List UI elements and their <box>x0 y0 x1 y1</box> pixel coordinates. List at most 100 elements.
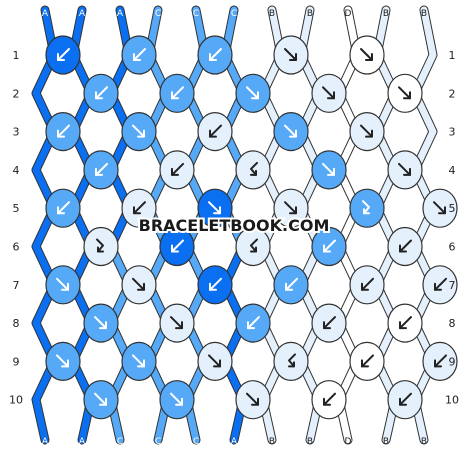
arrow-down-right-icon <box>56 354 69 368</box>
row-label-right: 4 <box>449 164 456 177</box>
bottom-strand-label: C <box>193 437 199 447</box>
knot <box>311 380 347 420</box>
arrow-down-left-icon <box>209 277 222 291</box>
knot <box>83 150 119 190</box>
knot <box>387 150 423 190</box>
knot <box>422 188 458 228</box>
arrow-down-left-icon <box>361 354 374 368</box>
top-strand-label: B <box>307 9 313 19</box>
arrow-down-right-icon <box>94 316 107 330</box>
row-label-right: 3 <box>449 126 456 139</box>
arrow-down-left-icon <box>57 201 70 215</box>
arrow-down-right-icon <box>246 392 259 406</box>
knot <box>273 341 309 381</box>
knot <box>197 188 233 228</box>
arrow-down-right-icon <box>398 162 411 176</box>
knot <box>349 265 385 305</box>
knot <box>422 341 458 381</box>
knot <box>387 303 423 343</box>
arrow-right-then-left-icon <box>96 238 104 253</box>
row-label-left: 9 <box>13 355 20 368</box>
row-label-left: 10 <box>9 394 23 407</box>
arrow-down-left-icon <box>434 354 447 368</box>
arrow-down-left-icon <box>323 239 336 253</box>
knot <box>121 341 157 381</box>
arrow-down-right-icon <box>284 201 297 215</box>
arrow-down-left-icon <box>399 239 412 253</box>
arrow-down-left-icon <box>95 162 108 176</box>
arrow-down-left-icon <box>133 201 146 215</box>
knot <box>159 73 195 113</box>
row-label-right: 7 <box>449 279 456 292</box>
knot <box>273 35 309 75</box>
arrow-down-right-icon <box>433 201 446 215</box>
knot <box>349 341 385 381</box>
watermark-text: BRACELETBOOK.COM <box>139 216 330 235</box>
watermark: BRACELETBOOK.COM BRACELETBOOK.COM <box>137 214 332 237</box>
top-strand-label: C <box>155 9 161 19</box>
row-label-left: 6 <box>13 241 20 254</box>
knot <box>197 265 233 305</box>
arrow-down-left-icon <box>209 124 222 138</box>
arrow-down-right-icon <box>284 124 297 138</box>
bottom-strand-label: D <box>345 437 352 447</box>
arrow-down-right-icon <box>360 124 373 138</box>
knot <box>83 303 119 343</box>
arrow-down-right-icon <box>360 48 373 61</box>
row-label-left: 8 <box>13 317 20 330</box>
knot <box>311 226 347 267</box>
arrow-down-left-icon <box>361 277 374 291</box>
knot <box>197 35 233 75</box>
arrow-down-right-icon <box>284 48 297 61</box>
knot <box>121 188 157 228</box>
knot <box>121 265 157 305</box>
arrow-down-right-icon <box>170 392 183 406</box>
knot <box>273 188 309 228</box>
bottom-strand-label: C <box>117 437 123 447</box>
arrow-down-right-icon <box>94 392 107 406</box>
arrow-down-left-icon <box>171 239 184 253</box>
knot <box>235 73 271 113</box>
knot <box>83 73 119 113</box>
arrow-down-left-icon <box>323 392 336 406</box>
knot <box>349 112 385 152</box>
arrow-down-right-icon <box>246 86 259 100</box>
knot <box>235 150 271 190</box>
knot <box>121 112 157 152</box>
knot <box>235 303 271 343</box>
row-label-left: 4 <box>13 164 20 177</box>
bottom-strand-label: A <box>42 437 49 447</box>
arrow-down-left-icon <box>209 48 222 61</box>
arrow-down-right-icon <box>208 354 221 368</box>
arrow-down-left-icon <box>323 316 336 330</box>
bottom-strand-label: B <box>269 437 275 447</box>
bottom-strand-label: A <box>79 437 86 447</box>
knot <box>121 35 157 75</box>
arrow-down-right-icon <box>208 201 221 215</box>
arrow-down-right-icon <box>132 124 145 138</box>
arrow-down-left-icon <box>171 86 184 100</box>
knot <box>83 226 119 267</box>
bottom-strand-label: B <box>307 437 313 447</box>
row-label-left: 7 <box>13 279 20 292</box>
arrow-down-right-icon <box>322 162 335 176</box>
knot <box>159 226 195 267</box>
arrow-down-right-icon <box>322 86 335 100</box>
arrow-down-right-icon <box>132 354 145 368</box>
arrow-down-left-icon <box>399 316 412 330</box>
knot <box>387 73 423 113</box>
knot <box>235 226 271 267</box>
knot <box>45 35 81 75</box>
arrow-right-then-left-icon <box>362 200 370 215</box>
arrow-down-left-icon <box>171 162 184 176</box>
arrow-down-left-icon <box>399 392 412 406</box>
arrow-left-then-right-icon <box>288 353 296 368</box>
arrow-down-right-icon <box>170 316 183 330</box>
row-label-left: 5 <box>13 202 20 215</box>
arrow-down-right-icon <box>398 86 411 100</box>
arrow-left-then-right-icon <box>250 161 258 176</box>
knot <box>311 303 347 343</box>
row-label-left: 1 <box>13 49 20 62</box>
